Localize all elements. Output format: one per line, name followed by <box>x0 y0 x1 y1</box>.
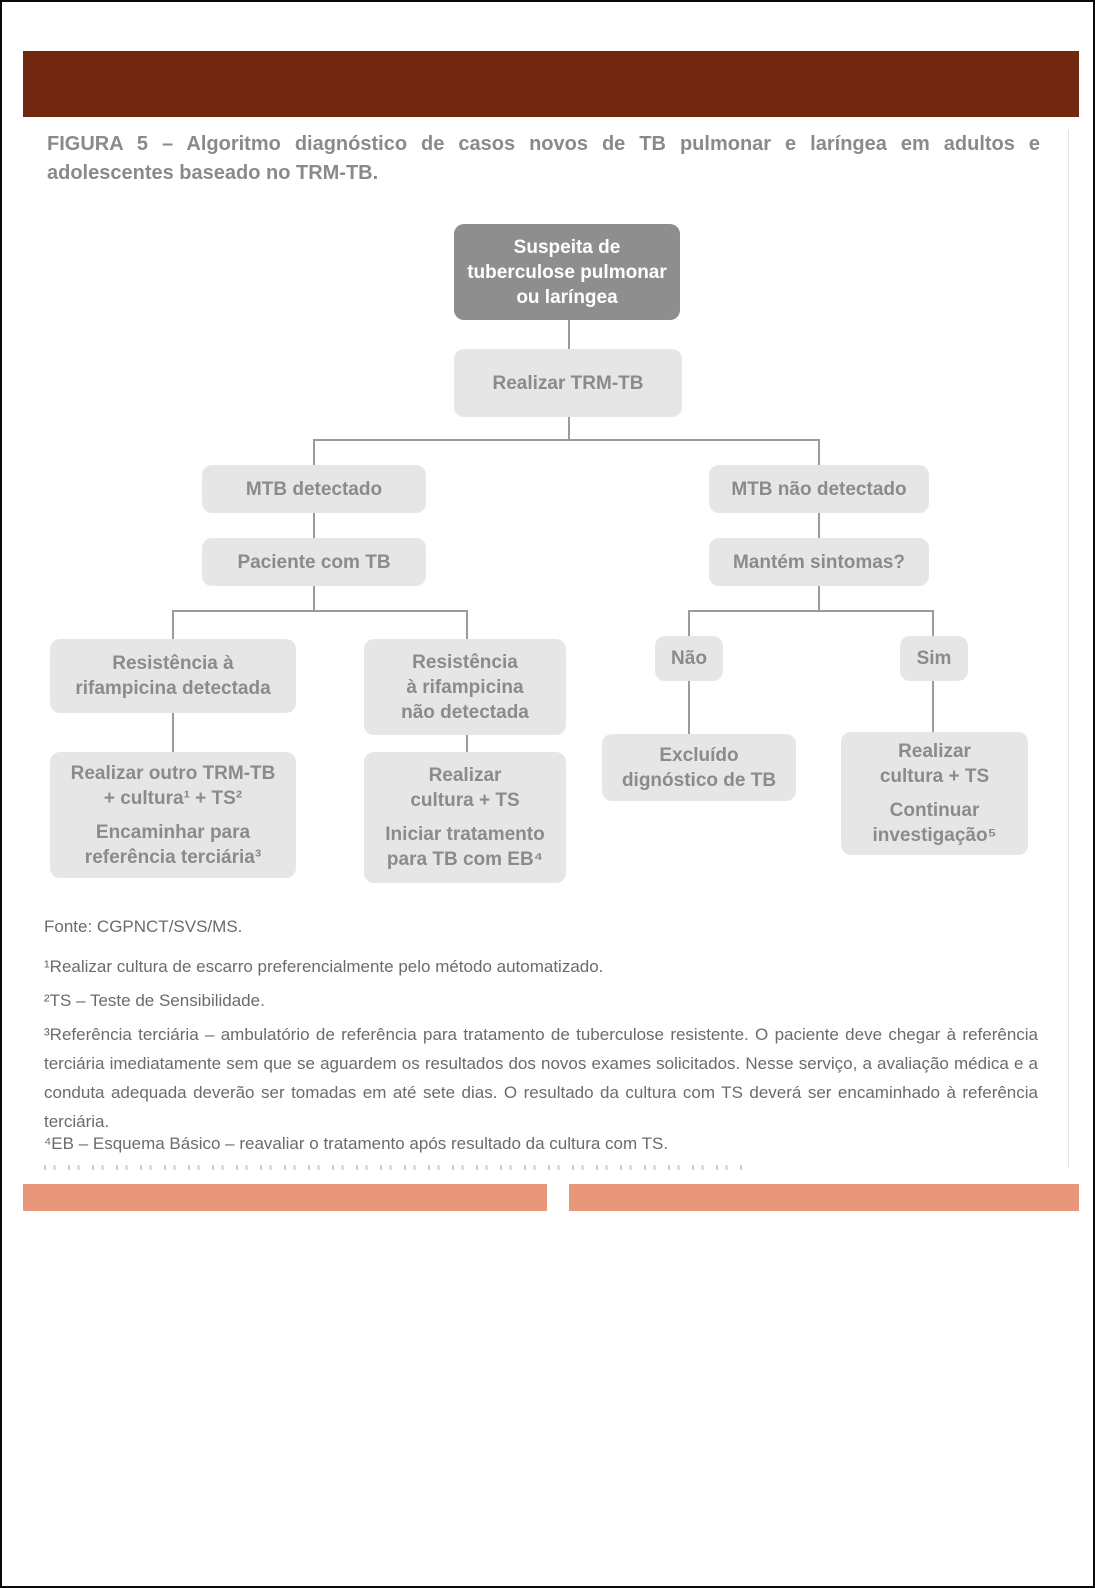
node-label: Realizar TRM-TB <box>492 372 644 394</box>
node-label: Excluído dignóstico de TB <box>621 744 777 791</box>
node-label: Iniciar tratamento para TB com EB⁴ <box>385 824 545 870</box>
node-label: Encaminhar para referência terciária³ <box>84 821 262 868</box>
flow-node-realizar-trm: Realizar TRM-TB <box>454 349 682 417</box>
header-bar <box>23 51 1079 117</box>
clipped-footnote-line <box>44 1165 744 1170</box>
node-label: MTB não detectado <box>731 478 907 500</box>
node-label: Paciente com TB <box>237 551 391 573</box>
source-note: Fonte: CGPNCT/SVS/MS. <box>44 917 243 936</box>
node-label: MTB detectado <box>245 478 383 500</box>
connector-line <box>932 610 934 636</box>
connector-line <box>568 320 570 349</box>
node-label: Sim <box>916 648 952 669</box>
node-label: Realizar cultura + TS <box>879 741 990 787</box>
flow-node-resistencia-nao-detectada: Resistência à rifampicina não detectada <box>364 639 566 735</box>
flow-node-cultura-ts-eb: Realizar cultura + TS Iniciar tratamento… <box>364 752 566 883</box>
footer-accent-bar-left <box>23 1184 547 1211</box>
flow-node-excluido-diagnostico: Excluído dignóstico de TB <box>602 734 796 801</box>
flow-node-mtb-nao-detectado: MTB não detectado <box>709 465 929 513</box>
footnote-3: ³Referência terciária – ambulatório de r… <box>44 1025 1038 1131</box>
connector-line <box>568 417 570 440</box>
footnote-4: ⁴EB – Esquema Básico – reavaliar o trata… <box>44 1134 669 1153</box>
connector-line <box>466 735 468 752</box>
node-label: Realizar cultura + TS <box>410 765 520 811</box>
node-label: Mantém sintomas? <box>732 551 906 573</box>
flow-node-resistencia-detectada: Resistência à rifampicina detectada <box>50 639 296 713</box>
connector-line <box>313 586 315 612</box>
flow-node-mantem-sintomas: Mantém sintomas? <box>709 538 929 586</box>
connector-line <box>172 713 174 752</box>
connector-line <box>172 610 468 612</box>
connector-line <box>818 513 820 538</box>
connector-line <box>172 610 174 639</box>
connector-line <box>466 610 468 639</box>
figure-title: FIGURA 5 – Algoritmo diagnóstico de caso… <box>47 133 1040 184</box>
connector-line <box>818 439 820 465</box>
flow-node-outro-trm-referencia: Realizar outro TRM-TB + cultura¹ + TS² E… <box>50 752 296 878</box>
connector-line <box>313 439 820 441</box>
connector-line <box>688 610 690 636</box>
content-edge-rule <box>1068 130 1069 1168</box>
connector-line <box>313 513 315 538</box>
node-label: Resistência à rifampicina detectada <box>75 653 271 699</box>
connector-line <box>688 610 934 612</box>
connector-line <box>313 439 315 465</box>
connector-line <box>688 681 690 734</box>
flow-node-continuar-investigacao: Realizar cultura + TS Continuar investig… <box>841 732 1028 855</box>
connector-line <box>932 681 934 732</box>
node-label: Continuar investigação⁵ <box>872 800 997 846</box>
flow-node-nao: Não <box>655 636 723 681</box>
footnote-1: ¹Realizar cultura de escarro preferencia… <box>44 957 604 976</box>
footer-accent-bar-right <box>569 1184 1079 1211</box>
flow-node-sim: Sim <box>900 636 968 681</box>
footnote-2: ²TS – Teste de Sensibilidade. <box>44 991 265 1010</box>
node-label: Suspeita de tuberculose pulmonar ou larí… <box>467 236 667 308</box>
flow-node-suspeita-tb: Suspeita de tuberculose pulmonar ou larí… <box>454 224 680 320</box>
node-label: Resistência à rifampicina não detectada <box>401 651 529 723</box>
flow-node-paciente-com-tb: Paciente com TB <box>202 538 426 586</box>
node-label: Realizar outro TRM-TB + cultura¹ + TS² <box>70 762 276 809</box>
flow-node-mtb-detectado: MTB detectado <box>202 465 426 513</box>
connector-line <box>818 586 820 612</box>
node-label: Não <box>671 648 707 669</box>
